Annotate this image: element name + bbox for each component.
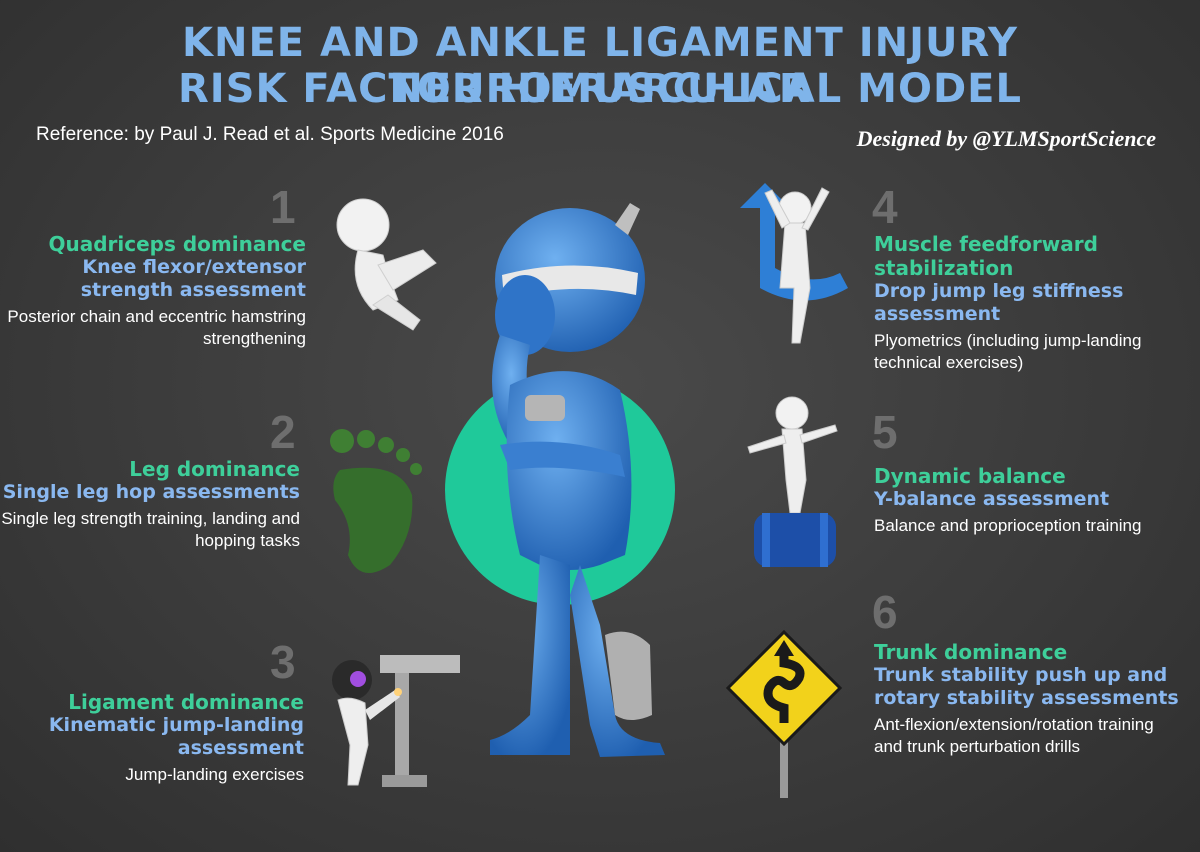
designed-by-credit: Designed by @YLMSportScience	[856, 126, 1156, 151]
factor-block-6: Trunk dominance Trunk stability push up …	[874, 640, 1184, 758]
factor-title-6: Trunk dominance	[874, 640, 1068, 664]
factor-training-3: Jump-landing exercises	[125, 765, 304, 784]
factor-title-3: Ligament dominance	[68, 690, 304, 714]
injured-blue-figure-icon	[490, 203, 665, 757]
factor-number-2: 2	[270, 406, 296, 458]
factor-training-2: Single leg strength training, landing an…	[1, 509, 300, 550]
factor-assessment-3: Kinematic jump-landing assessment	[48, 714, 304, 759]
factor-number-6: 6	[872, 586, 898, 638]
factor-block-1: Quadriceps dominance Knee flexor/extenso…	[6, 232, 306, 350]
grass-footprint-icon	[330, 429, 422, 573]
factor-assessment-4: Drop jump leg stiffness assessment	[874, 280, 1124, 325]
title-line-2: Risk Factor Hierarchical Model	[178, 66, 1022, 112]
factor-title-4: Muscle feedforward stabilization	[874, 232, 1098, 280]
factor-training-1: Posterior chain and eccentric hamstring …	[7, 307, 306, 348]
reference-text: Reference: by Paul J. Read et al. Sports…	[36, 124, 504, 145]
factor-title-2: Leg dominance	[129, 457, 300, 481]
factor-assessment-2: Single leg hop assessments	[2, 481, 300, 503]
balancing-figure-barrel-icon	[747, 396, 838, 567]
jumping-figure-arrow-icon	[740, 183, 848, 344]
factor-training-4: Plyometrics (including jump-landing tech…	[874, 331, 1142, 372]
factor-assessment-5: Y-balance assessment	[874, 488, 1110, 510]
factor-number-1: 1	[270, 181, 296, 233]
title-line-1: Knee and Ankle Ligament Injury Neuromusc…	[181, 20, 1019, 112]
factor-block-2: Leg dominance Single leg hop assessments…	[0, 457, 300, 552]
factor-number-5: 5	[872, 406, 898, 458]
welder-figure-icon	[332, 655, 460, 787]
factor-block-5: Dynamic balance Y-balance assessment Bal…	[874, 464, 1174, 537]
factor-number-3: 3	[270, 636, 296, 688]
winding-road-sign-icon	[725, 629, 843, 798]
factor-assessment-1: Knee flexor/extensor strength assessment	[80, 256, 306, 301]
factor-training-6: Ant-flexion/extension/rotation training …	[874, 715, 1154, 756]
factor-block-3: Ligament dominance Kinematic jump-landin…	[4, 690, 304, 786]
factor-title-5: Dynamic balance	[874, 464, 1066, 488]
factor-block-4: Muscle feedforward stabilization Drop ju…	[874, 232, 1164, 374]
factor-number-4: 4	[872, 181, 898, 233]
factor-title-1: Quadriceps dominance	[48, 232, 306, 256]
factor-training-5: Balance and proprioception training	[874, 516, 1142, 535]
figure-holding-knee-icon	[336, 198, 437, 331]
factor-assessment-6: Trunk stability push up and rotary stabi…	[874, 664, 1179, 709]
